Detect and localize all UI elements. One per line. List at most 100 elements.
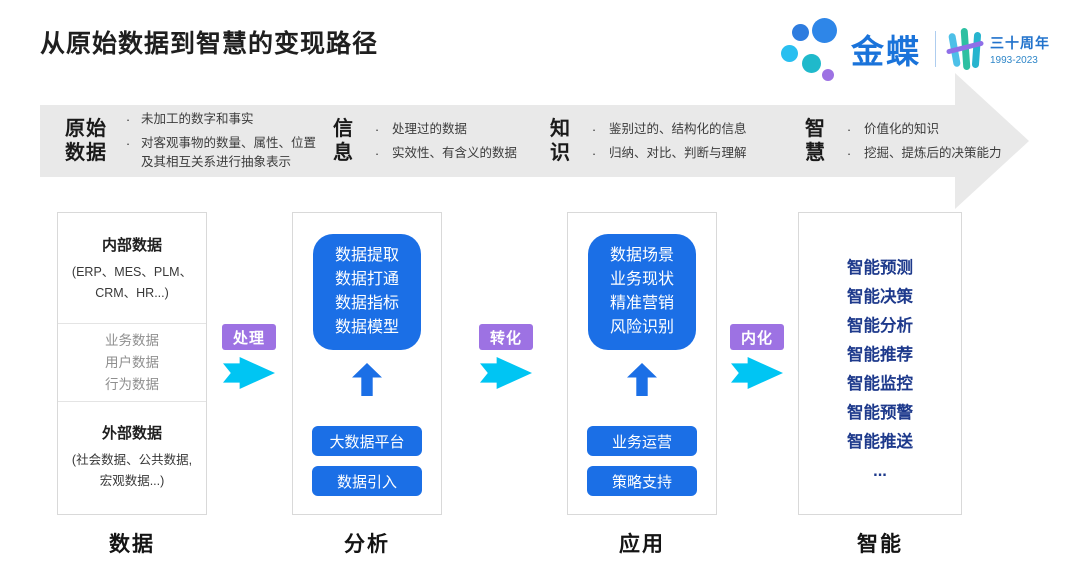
stage-label: 智 慧 — [805, 117, 826, 165]
middle-data-section: 业务数据 用户数据 行为数据 — [58, 324, 206, 402]
thirty-anniversary-icon — [945, 26, 985, 72]
stage-label: 信 息 — [333, 117, 354, 165]
bullet-icon: · — [125, 136, 131, 151]
process-badge: 处理 — [222, 324, 276, 350]
internal-data-section: 内部数据 (ERP、MES、PLM、CRM、HR...) — [58, 213, 206, 324]
data-sources-box: 内部数据 (ERP、MES、PLM、CRM、HR...) 业务数据 用户数据 行… — [57, 212, 207, 515]
intelligence-item: 智能推荐 — [847, 346, 913, 364]
intelligence-item: 智能预警 — [847, 404, 913, 422]
intelligence-item: 智能预测 — [847, 259, 913, 277]
bullet-icon: · — [591, 145, 597, 161]
point-text: 实效性、有含义的数据 — [392, 145, 518, 160]
stage-knowledge: 知 识 · 鉴别过的、结构化的信息 · 归纳、对比、判断与理解 — [550, 105, 747, 177]
point-text: 鉴别过的、结构化的信息 — [609, 121, 747, 136]
data-import-chip: 数据引入 — [312, 466, 422, 496]
kingdee-logo: 金蝶 三十周年 1993-2023 — [781, 17, 1050, 81]
capability-line: 数据提取 — [334, 247, 399, 264]
stage-label-line: 数据 — [65, 142, 107, 164]
footer-label-intelligence: 智能 — [857, 533, 903, 556]
point-text: 价值化的知识 — [864, 121, 940, 136]
point-text: 处理过的数据 — [392, 121, 468, 136]
stage-points: · 处理过的数据 · 实效性、有含义的数据 — [362, 120, 517, 163]
stage-label-line: 知 — [550, 118, 571, 140]
stage-raw-data: 原始 数据 · 未加工的数字和事实 · 对客观事物的数量、属性、位置及其相互关系… — [65, 105, 323, 177]
external-data-detail: (社会数据、公共数据, 宏观数据...) — [71, 453, 193, 488]
stage-label-line: 信 — [333, 118, 354, 140]
stage-label-line: 智 — [805, 118, 826, 140]
stage-label-line: 息 — [333, 142, 354, 164]
capability-line: 数据指标 — [334, 295, 399, 312]
capability-line: 数据打通 — [334, 271, 399, 288]
intelligence-item-ellipsis: ... — [873, 462, 887, 480]
capability-line: 数据模型 — [334, 319, 399, 336]
stage-points: · 未加工的数字和事实 · 对客观事物的数量、属性、位置及其相互关系进行抽象表示 — [115, 110, 323, 172]
flow-arrow-right-icon — [480, 357, 532, 389]
stage-point: · 未加工的数字和事实 — [115, 110, 323, 129]
dikw-arrow-banner: 原始 数据 · 未加工的数字和事实 · 对客观事物的数量、属性、位置及其相互关系… — [40, 73, 1029, 209]
data-type-item: 行为数据 — [105, 376, 159, 392]
up-arrow-icon — [352, 363, 382, 396]
flow-diagram: 内部数据 (ERP、MES、PLM、CRM、HR...) 业务数据 用户数据 行… — [0, 212, 1080, 562]
dot-blue-medium-icon — [792, 24, 809, 41]
intelligence-box: 智能预测 智能决策 智能分析 智能推荐 智能监控 智能预警 智能推送 ... — [798, 212, 962, 515]
point-text: 未加工的数字和事实 — [141, 112, 254, 126]
stage-wisdom: 智 慧 · 价值化的知识 · 挖掘、提炼后的决策能力 — [805, 105, 1002, 177]
stage-label-line: 慧 — [805, 142, 826, 164]
connector-internalize: 内化 — [730, 324, 784, 389]
dot-cyan-icon — [781, 45, 798, 62]
stage-point: · 实效性、有含义的数据 — [362, 144, 517, 163]
flow-arrow-right-icon — [223, 357, 275, 389]
stage-point: · 价值化的知识 — [834, 120, 1002, 139]
bullet-icon: · — [374, 145, 380, 161]
bullet-icon: · — [846, 145, 852, 161]
dot-teal-icon — [802, 54, 821, 73]
stage-label-line: 识 — [550, 142, 571, 164]
business-operation-chip: 业务运营 — [587, 426, 697, 456]
connector-transform: 转化 — [479, 324, 533, 389]
up-arrow-icon — [627, 363, 657, 396]
application-capability-box: 数据场景 业务现状 精准营销 风险识别 — [588, 234, 696, 350]
analysis-capability-box: 数据提取 数据打通 数据指标 数据模型 — [313, 234, 421, 350]
external-data-section: 外部数据 (社会数据、公共数据, 宏观数据...) — [58, 402, 206, 492]
intelligence-item: 智能决策 — [847, 288, 913, 306]
internal-data-title: 内部数据 — [101, 237, 162, 254]
stage-point: · 挖掘、提炼后的决策能力 — [834, 144, 1002, 163]
logo-divider — [935, 31, 936, 67]
connector-process: 处理 — [222, 324, 276, 389]
intelligence-item: 智能推送 — [847, 433, 913, 451]
capability-line: 风险识别 — [609, 319, 674, 336]
stage-point: · 处理过的数据 — [362, 120, 517, 139]
dot-purple-icon — [822, 69, 834, 81]
stage-points: · 鉴别过的、结构化的信息 · 归纳、对比、判断与理解 — [579, 120, 747, 163]
stage-points: · 价值化的知识 · 挖掘、提炼后的决策能力 — [834, 120, 1002, 163]
point-text: 归纳、对比、判断与理解 — [609, 145, 747, 160]
strategy-support-chip: 策略支持 — [587, 466, 697, 496]
stage-label: 原始 数据 — [65, 117, 107, 165]
point-text: 挖掘、提炼后的决策能力 — [864, 145, 1002, 160]
data-type-item: 业务数据 — [105, 332, 159, 348]
bullet-icon: · — [125, 112, 131, 127]
footer-label-analysis: 分析 — [344, 533, 390, 556]
page-title: 从原始数据到智慧的变现路径 — [40, 30, 379, 58]
stage-label: 知 识 — [550, 117, 571, 165]
kingdee-dots-icon — [781, 17, 839, 81]
transform-badge: 转化 — [479, 324, 533, 350]
point-text: 对客观事物的数量、属性、位置及其相互关系进行抽象表示 — [141, 136, 317, 169]
brand-name: 金蝶 — [851, 33, 921, 70]
intelligence-item: 智能监控 — [847, 375, 913, 393]
footer-label-data: 数据 — [109, 533, 155, 556]
anniversary-years: 1993-2023 — [990, 54, 1038, 66]
stage-information: 信 息 · 处理过的数据 · 实效性、有含义的数据 — [333, 105, 517, 177]
bullet-icon: · — [591, 121, 597, 137]
dot-blue-large-icon — [812, 18, 837, 43]
intelligence-item: 智能分析 — [847, 317, 913, 335]
stage-point: · 归纳、对比、判断与理解 — [579, 144, 747, 163]
internal-data-detail: (ERP、MES、PLM、CRM、HR...) — [71, 265, 193, 300]
capability-line: 数据场景 — [609, 247, 674, 264]
footer-label-application: 应用 — [619, 533, 665, 556]
anniversary-title: 三十周年 — [990, 34, 1050, 51]
big-data-platform-chip: 大数据平台 — [312, 426, 422, 456]
stage-label-line: 原始 — [65, 118, 107, 140]
anniversary-text: 三十周年 1993-2023 — [990, 33, 1050, 66]
